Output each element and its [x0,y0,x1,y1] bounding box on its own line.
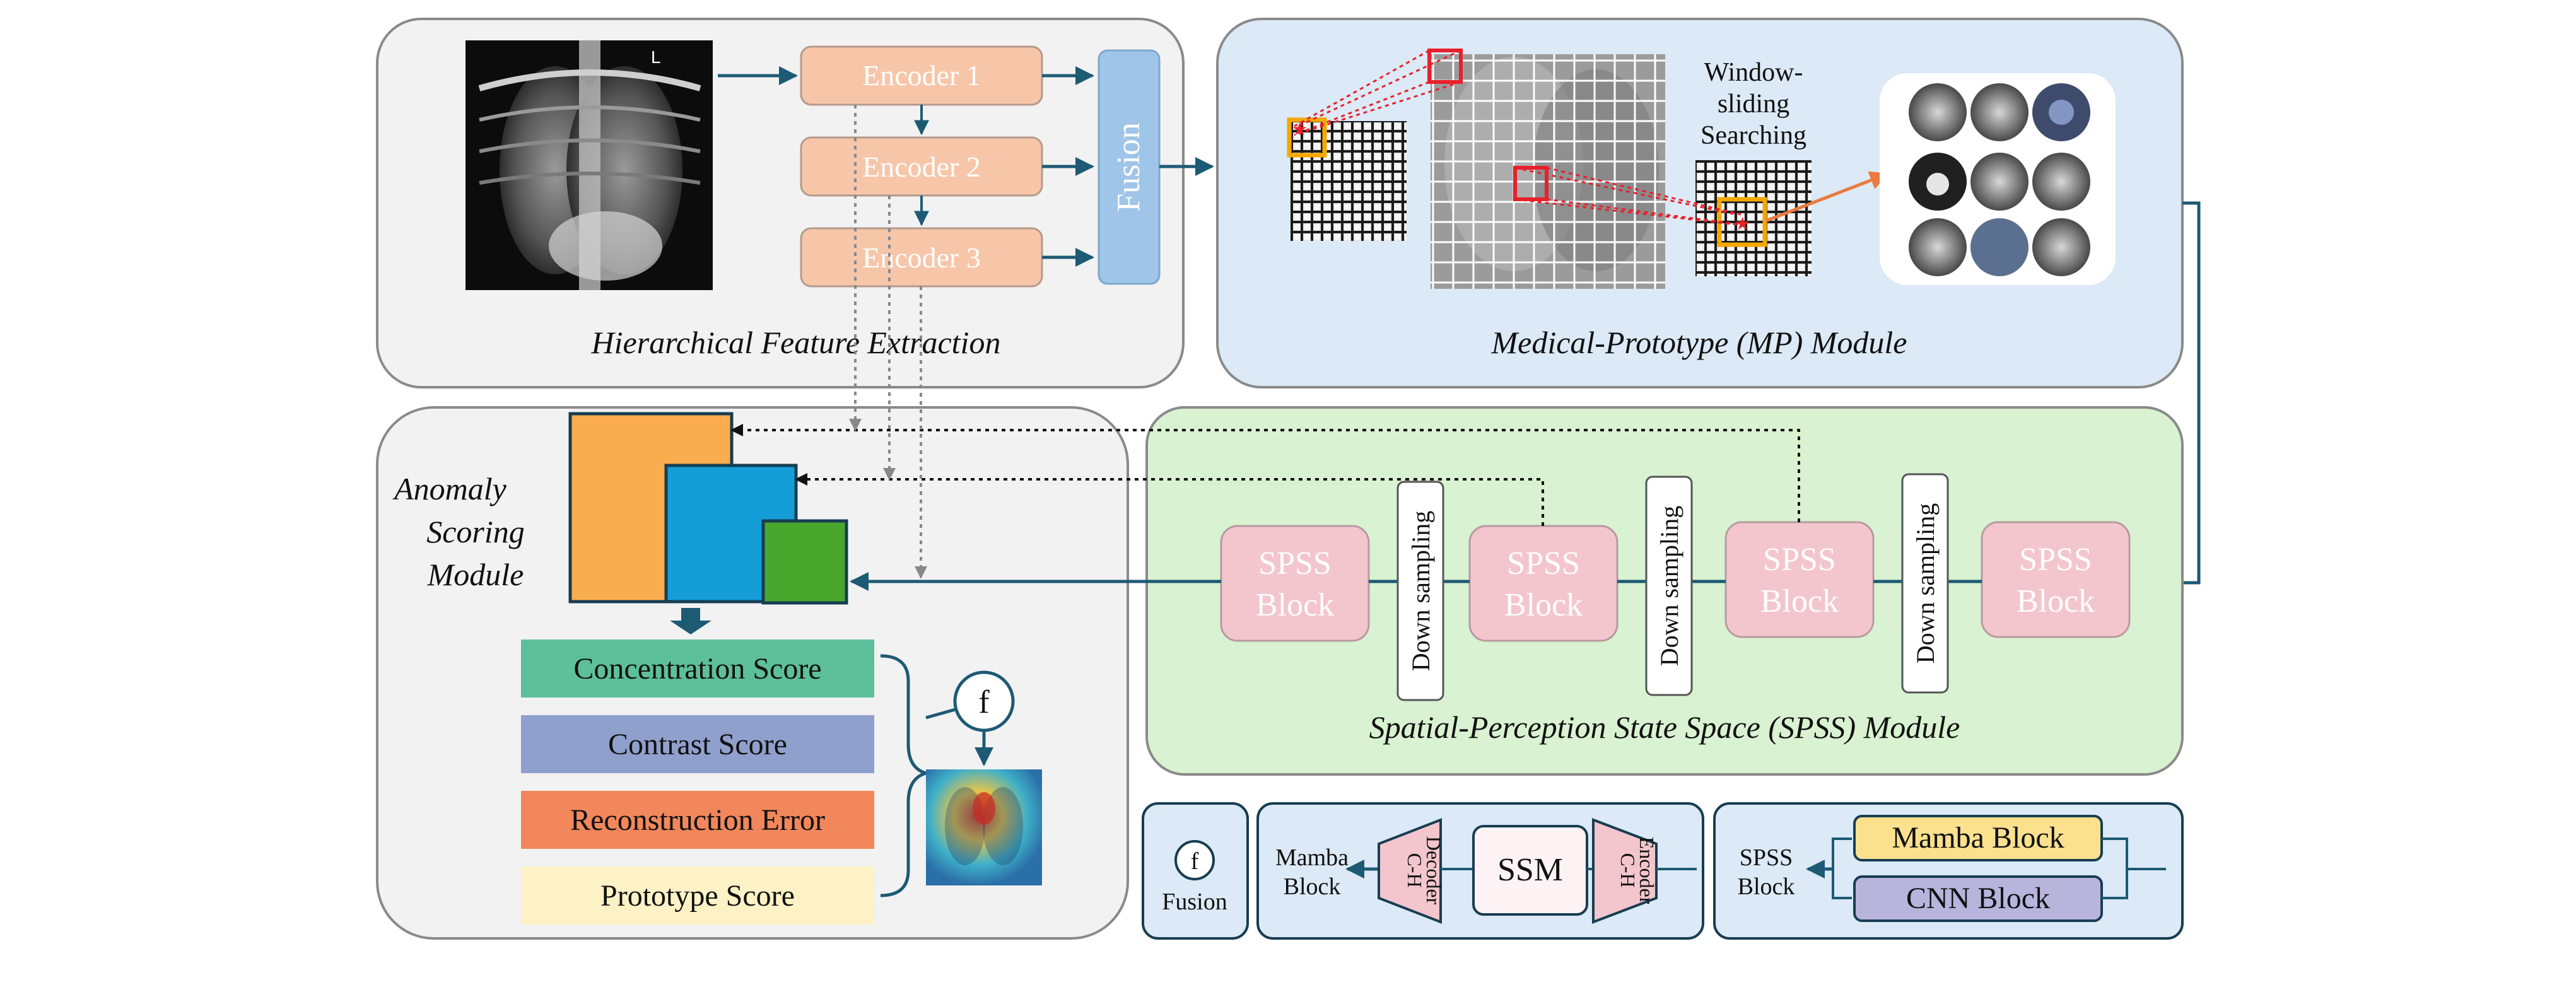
legend-fusion-symbol: f [1191,848,1199,875]
asm-title-line-3: Module [427,557,524,592]
feature-grid-search [1695,160,1812,276]
spss-panel: SPSS Block SPSS Block SPSS Block SPSS Bl… [1145,406,2184,776]
legend-fusion: f Fusion [1142,802,1249,940]
legend-mamba-line-1: Mamba [1275,844,1349,871]
legend-spss-line-1: SPSS [1740,844,1793,871]
hfe-panel: L Encoder 1 Encoder 2 Encoder 3 Fusion H… [376,18,1185,388]
spss-block-2: SPSS Block [1468,525,1619,642]
legend-encoder-line-2: Encoder [1636,837,1658,904]
score-contrast-label: Contrast Score [608,728,787,761]
window-sliding-line-3: Searching [1701,121,1806,150]
downsampling-3: Down sampling [1901,473,1949,694]
spss-block-2-line-2: Block [1504,587,1583,623]
spss-block-4-line-2: Block [2017,583,2095,619]
spss-block-1-line-2: Block [1256,587,1334,623]
downsampling-3-label: Down sampling [1911,503,1940,663]
encoder-3: Encoder 3 [800,227,1043,288]
fusion-label: Fusion [1111,122,1147,212]
mp-title: Medical-Prototype (MP) Module [1490,325,1907,360]
chest-xray-image: L [465,40,713,290]
window-sliding-line-2: sliding [1718,90,1789,119]
encoder-3-label: Encoder 3 [862,242,981,274]
score-concentration-label: Concentration Score [573,652,821,686]
patch-highlight-top [1427,49,1463,84]
downsampling-1: Down sampling [1396,481,1444,701]
xray-marker: L [651,47,661,67]
score-reconstruction: Reconstruction Error [521,791,874,849]
legend-ssm-label: SSM [1497,852,1563,888]
score-prototype: Prototype Score [521,867,874,925]
score-prototype-label: Prototype Score [600,879,795,913]
search-to-prototype-arrow [1765,171,1889,223]
score-fusion-node: f [953,670,1015,732]
feature-grid-small [1291,121,1407,241]
hfe-title: Hierarchical Feature Extraction [591,325,1001,360]
encoder-1-label: Encoder 1 [862,59,981,91]
score-contrast: Contrast Score [521,715,874,773]
spss-title: Spatial-Perception State Space (SPSS) Mo… [1369,709,1960,745]
spss-block-1: SPSS Block [1220,525,1370,642]
legend-spss-line-2: Block [1738,873,1795,900]
downsampling-1-label: Down sampling [1407,511,1435,671]
mp-panel: ★ ★ Window- sliding Searching [1216,18,2184,388]
asm-panel: Anomaly Scoring Module Concentration Sco… [376,406,1129,940]
feature-map-small [761,519,848,605]
prototype-bank [1880,73,2116,285]
spss-block-3-skip-line [730,424,1800,522]
legend-decoder-shape [1378,818,1442,924]
score-concentration: Concentration Score [521,639,874,698]
downsampling-2: Down sampling [1645,476,1693,696]
asm-title-line-2: Scoring [426,514,525,549]
legend-decoder-line-1: C-H [1403,853,1426,887]
legend-cnn-block-label: CNN Block [1906,882,2050,915]
asm-title-line-1: Anomaly [392,471,507,506]
legend-encoder-line-1: C-H [1617,853,1639,887]
legend-decoder-line-2: Decoder [1422,836,1445,905]
spss-block-4-line-1: SPSS [2019,542,2092,578]
spss-block-3: SPSS Block [1724,521,1875,638]
encoder-2: Encoder 2 [800,136,1043,197]
maps-to-scores-arrow [670,608,711,634]
brace-to-fusion-line [925,707,958,720]
legend-encoder-shape [1592,818,1658,924]
score-fusion-symbol: f [978,684,990,720]
legend-mamba-block-label: Mamba Block [1892,821,2064,855]
legend-mamba-line-2: Block [1284,873,1341,900]
spss-block-2-skip-line [795,473,1544,526]
fusion-bar: Fusion [1098,49,1161,285]
spss-block-1-line-1: SPSS [1258,546,1332,581]
image-patch-grid [1431,54,1665,289]
window-sliding-line-1: Window- [1704,58,1803,87]
anomaly-heatmap-image [926,769,1042,885]
projection-lines [1294,49,1742,226]
legend-mamba: Mamba Block C-H Decoder SSM C-H Encoder [1256,802,1704,940]
spss-block-4: SPSS Block [1981,521,2131,638]
window-highlight-left [1287,117,1327,158]
spss-block-3-line-2: Block [1760,583,1839,619]
spss-block-3-line-1: SPSS [1763,542,1836,578]
encoder-1: Encoder 1 [800,45,1043,106]
spss-block-2-line-1: SPSS [1507,546,1580,581]
legend-spss: SPSS Block Mamba Block CNN Block [1713,802,2184,940]
legend-fusion-label: Fusion [1162,889,1227,915]
patch-highlight-center [1513,166,1549,201]
score-reconstruction-label: Reconstruction Error [570,803,825,837]
downsampling-2-label: Down sampling [1655,506,1683,666]
encoder-2-label: Encoder 2 [862,151,981,183]
star-icon-left: ★ [1292,120,1308,139]
